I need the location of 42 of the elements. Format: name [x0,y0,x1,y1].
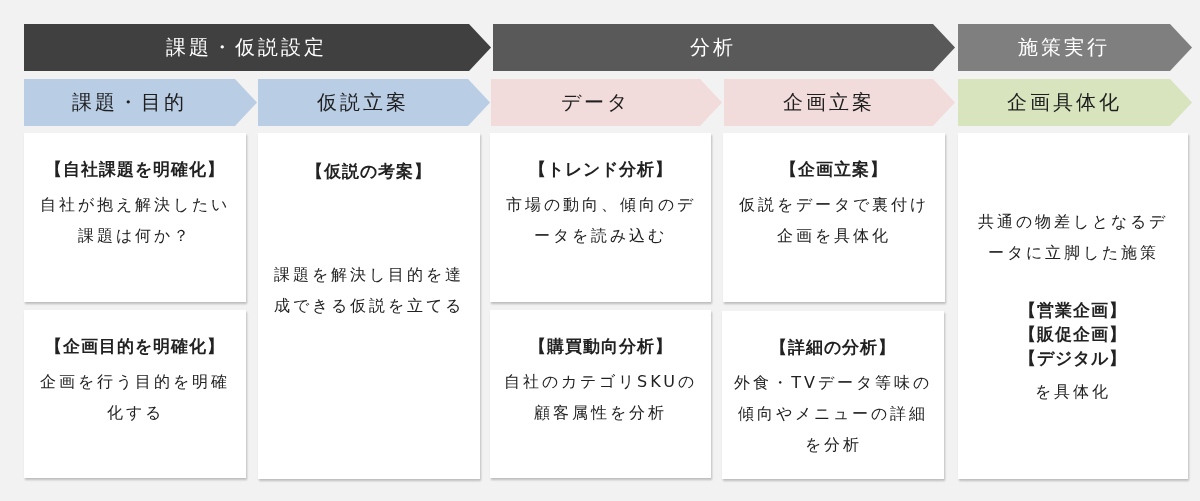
card-text: 企画を行う目的を明確化する [39,371,231,424]
step-banner [491,79,722,126]
card-heading: 【企画目的を明確化】 [45,335,225,358]
card-heading: 【自社課題を明確化】 [45,158,225,181]
card-heading: 【販促企画】 [1019,322,1127,346]
step-title: 仮説立案 [317,89,409,116]
card-heading: 【詳細の分析】 [770,336,896,359]
card-heading: 【営業企画】 [1019,298,1127,322]
phase-title: 分析 [690,34,736,61]
card-heading: 【購買動向分析】 [528,335,673,358]
info-card [722,311,944,479]
step-banner [24,79,257,126]
info-card [258,133,480,479]
card-heading: 【仮説の考案】 [306,160,432,183]
info-card [490,310,711,478]
card-text: 自社のカテゴリSKUの顧客属性を分析 [503,371,698,424]
phase-banner [24,24,491,71]
step-banner [258,79,490,126]
info-card [24,310,246,478]
info-card [958,133,1188,479]
card-text: 課題を解決し目的を達成できる仮説を立てる [273,264,465,317]
step-title: 企画具体化 [1006,89,1122,116]
step-title: データ [561,89,630,116]
info-card [24,133,246,302]
phase-title: 施策実行 [1018,34,1110,61]
card-text: 外食・TVデータ等味の傾向やメニューの詳細を分析 [733,372,933,456]
card-text: 仮説をデータで裏付け企画を具体化 [738,194,930,247]
phase-title: 課題・仮説設定 [166,34,327,61]
phase-banner [493,24,955,71]
info-card [723,133,945,302]
card-heading: 【トレンド分析】 [528,158,673,181]
step-banner [958,79,1192,126]
phase-banner [958,24,1192,71]
info-card [490,133,711,302]
step-title: 課題・目的 [72,89,187,116]
card-text: 共通の物差しとなるデータに立脚した施策 [977,210,1169,264]
card-heading: 【企画立案】 [780,158,888,181]
card-heading: 【デジタル】 [1019,346,1127,370]
card-text: 自社が抱え解決したい課題は何か？ [39,194,231,247]
step-title: 企画立案 [782,89,875,116]
card-text: 市場の動向、傾向のデータを読み込む [504,194,697,247]
card-text: を具体化 [1035,380,1111,403]
